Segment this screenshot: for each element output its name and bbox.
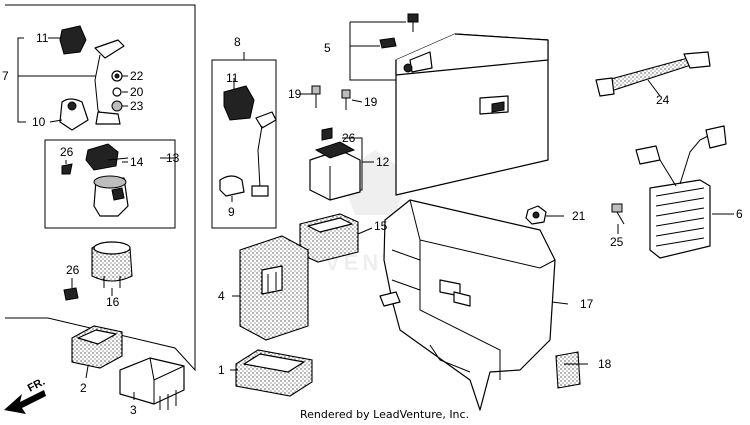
callout-15: 15 [374, 219, 388, 233]
fuse-26-lower [63, 287, 79, 301]
callout-5: 5 [324, 41, 331, 55]
terminal-cover-11 [223, 85, 255, 121]
relay-rubber-16 [63, 241, 133, 301]
cable-terminal-upper [94, 39, 125, 59]
callout-3: 3 [130, 403, 137, 417]
callout-26-fuse: 26 [342, 131, 356, 145]
callout-1: 1 [218, 363, 225, 377]
callout-4: 4 [218, 289, 225, 303]
rubber-2 [71, 325, 123, 369]
rubber-1 [235, 349, 313, 397]
callout-8: 8 [234, 35, 241, 49]
callout-numbers: 11 7 10 22 20 23 26 14 13 26 16 8 11 9 1… [2, 31, 743, 417]
callout-12: 12 [376, 155, 390, 169]
nut-bolts-20-22-23 [111, 70, 123, 112]
callout-25: 25 [610, 235, 624, 249]
callout-9: 9 [228, 205, 235, 219]
fuse-box-12 [309, 127, 374, 201]
callout-bracket-5 [349, 21, 406, 81]
callout-20: 20 [130, 85, 144, 99]
callout-16: 16 [106, 295, 120, 309]
battery-band [595, 51, 711, 97]
callout-19-right: 19 [364, 95, 378, 109]
battery-case [379, 199, 556, 411]
callout-bracket-7 [17, 37, 96, 123]
starter-relay [61, 143, 129, 217]
positive-cable-assembly [59, 25, 125, 131]
terminal-cover-lower [59, 98, 89, 131]
negative-cable-assembly [219, 85, 277, 197]
callout-26: 26 [60, 145, 74, 159]
regulator-rectifier [635, 125, 727, 259]
battery [395, 33, 549, 196]
nut-21 [525, 205, 547, 225]
callout-21: 21 [572, 209, 586, 223]
starter-relay-inset-frame [44, 139, 176, 229]
bolt-25 [611, 203, 625, 225]
callout-10: 10 [32, 115, 46, 129]
callout-17: 17 [580, 297, 594, 311]
credit-text: Rendered by LeadVenture, Inc. [300, 408, 469, 421]
callout-19-left: 19 [288, 87, 302, 101]
battery-terminal-parts-5 [349, 13, 419, 81]
cable-inset-frame [211, 59, 277, 229]
group-frame-left [5, 4, 196, 372]
callout-23: 23 [130, 99, 144, 113]
cable-terminal-lower [95, 111, 121, 125]
relay-3 [119, 357, 185, 410]
callout-26-lower: 26 [66, 263, 80, 277]
leader-lines [48, 37, 734, 400]
protector-sheet-18 [555, 351, 581, 389]
front-direction-arrow: FR. [4, 376, 47, 414]
callout-7: 7 [2, 69, 9, 83]
callout-14: 14 [130, 155, 144, 169]
fuse-26-small [321, 127, 333, 141]
callout-11-right: 11 [226, 71, 239, 85]
callout-6: 6 [736, 207, 743, 221]
callout-11: 11 [36, 31, 49, 45]
terminal-cover-upper [59, 25, 87, 55]
fuse-26-upper [61, 163, 73, 175]
callout-13: 13 [166, 151, 180, 165]
bolts-19 [311, 85, 351, 110]
callout-22: 22 [130, 69, 144, 83]
callout-bracket-12 [342, 137, 374, 191]
relay-terminal-cover [85, 143, 119, 171]
relay-cover-4 [239, 235, 309, 341]
callout-18: 18 [598, 357, 612, 371]
callout-2: 2 [80, 381, 87, 395]
callout-24: 24 [656, 93, 670, 107]
